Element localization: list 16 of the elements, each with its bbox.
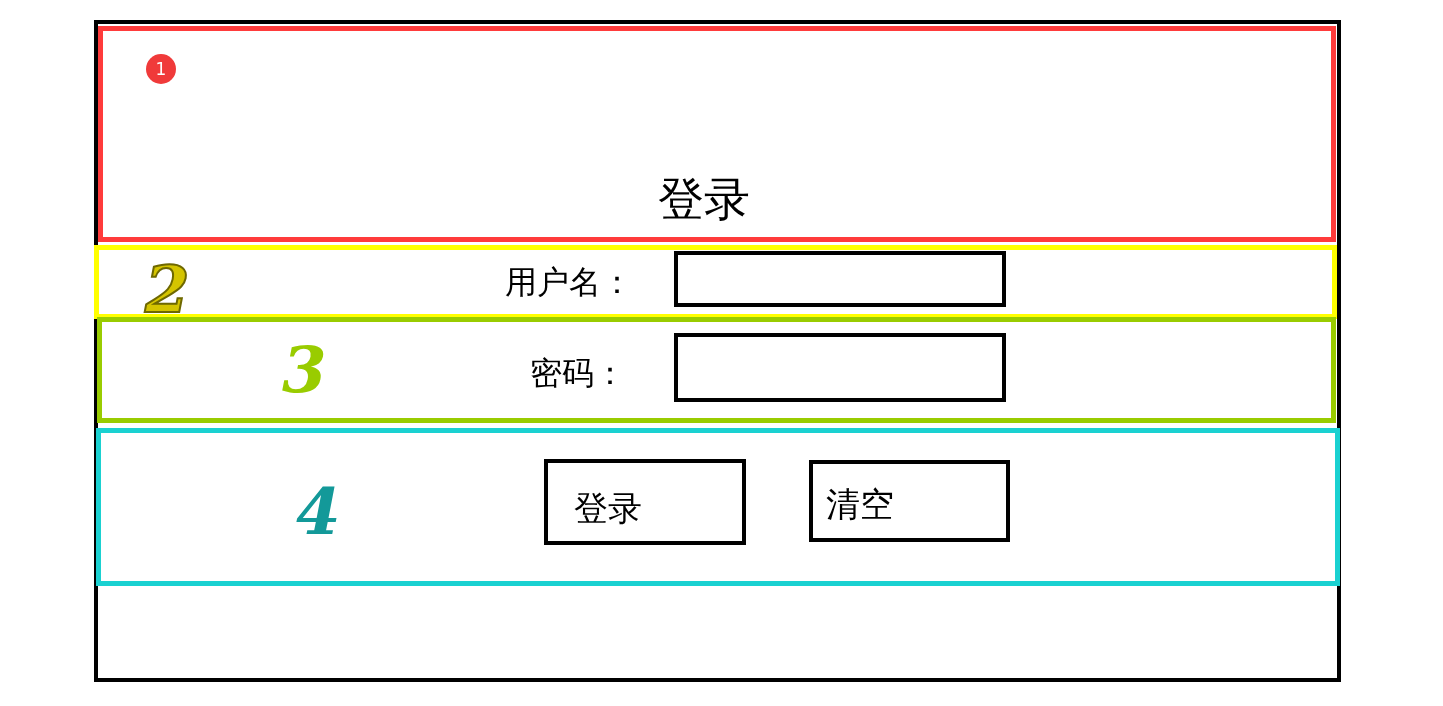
- input-field: [674, 251, 1006, 307]
- callout-number: 2: [145, 258, 190, 322]
- title-section: [98, 26, 1336, 242]
- window-frame: [94, 20, 1341, 682]
- field-label: 密码：: [530, 357, 626, 389]
- callout-number: 3: [282, 338, 327, 402]
- input-field: [674, 333, 1006, 402]
- button-section: [96, 428, 1340, 586]
- field-label: 用户名：: [505, 266, 633, 298]
- login-button: 登录: [544, 459, 746, 545]
- title-text: 登录: [658, 176, 750, 222]
- username-row: [94, 245, 1337, 319]
- password-row: [97, 317, 1336, 423]
- callout-number: 4: [296, 480, 341, 544]
- callout-number: 1: [146, 54, 176, 84]
- clear-button: 清空: [809, 460, 1010, 542]
